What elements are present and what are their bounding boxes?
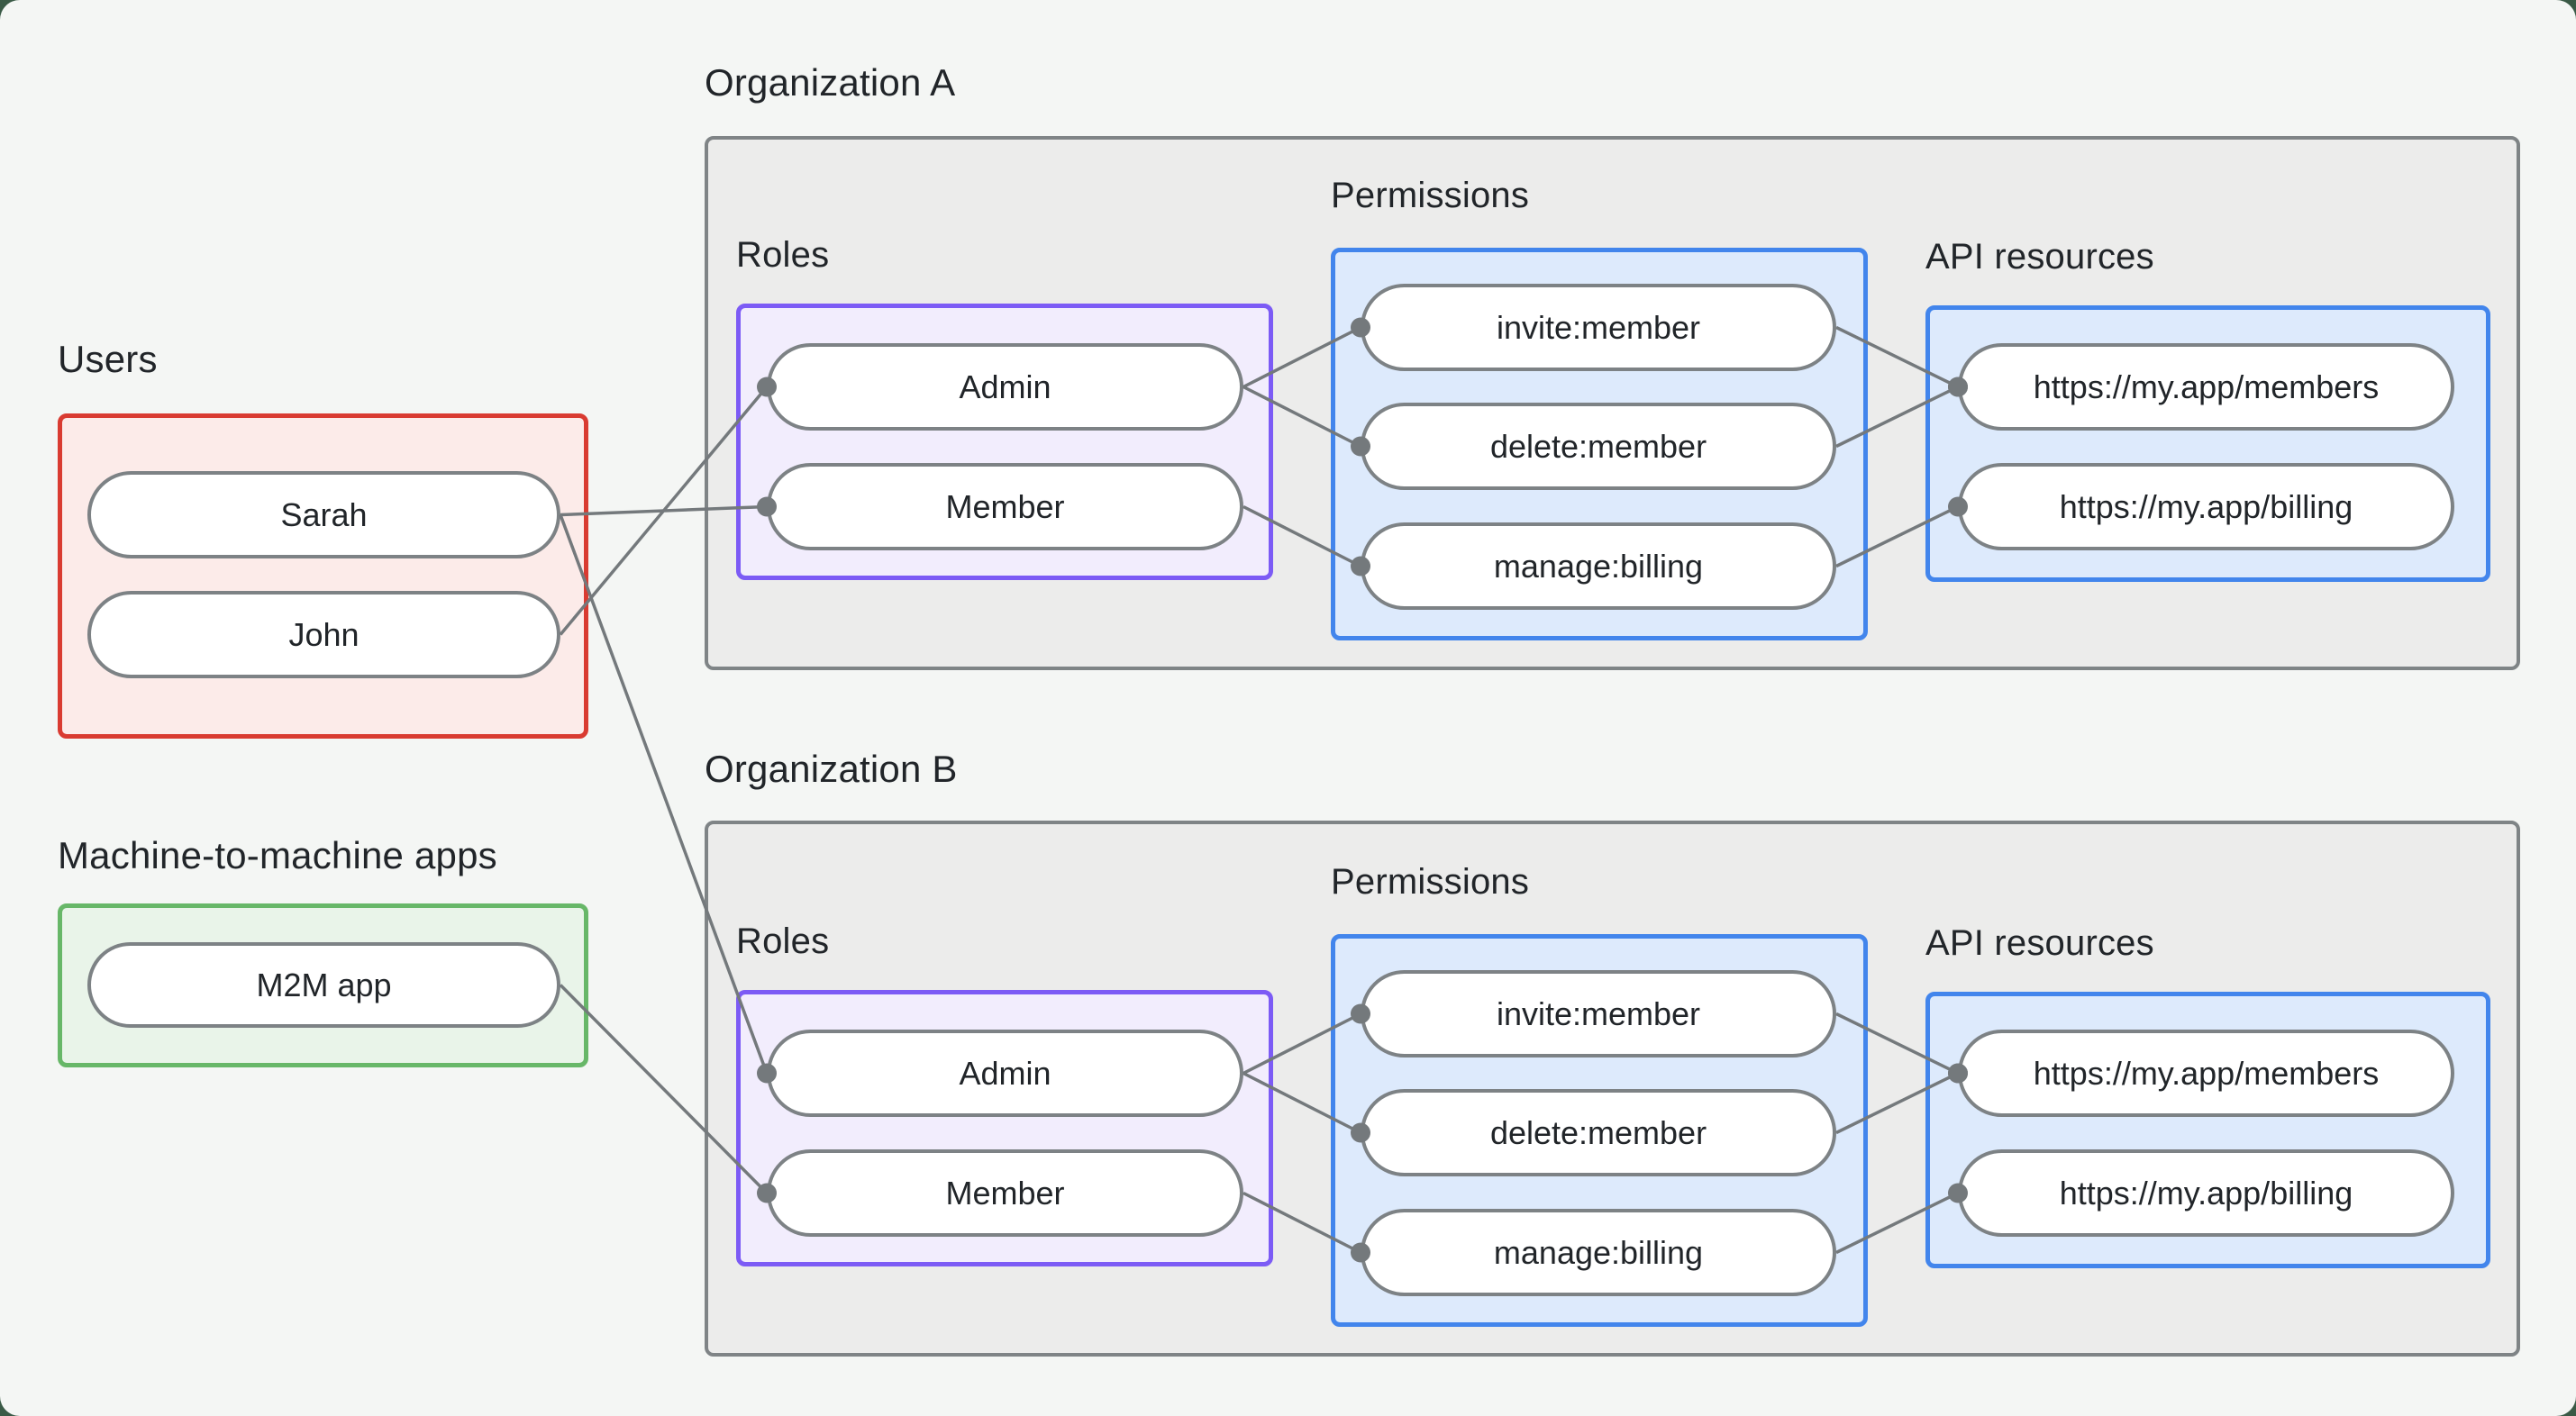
node-org-b-manage: manage:billing [1361,1209,1836,1296]
users-label: Users [58,338,158,380]
m2m-apps-label: Machine-to-machine apps [58,834,497,876]
node-org-a-admin: Admin [767,343,1243,431]
org-a-api-resources-label: API resources [1925,237,2154,277]
node-org-a-member: Member [767,463,1243,550]
node-org-a-members: https://my.app/members [1958,343,2454,431]
users-group-box [58,413,588,739]
node-org-b-member: Member [767,1149,1243,1237]
org-b-permissions-label: Permissions [1331,862,1530,902]
node-org-b-billing: https://my.app/billing [1958,1149,2454,1237]
node-org-b-admin: Admin [767,1030,1243,1117]
org-b-roles-label: Roles [736,921,830,961]
node-org-a-invite: invite:member [1361,284,1836,371]
node-org-b-delete: delete:member [1361,1089,1836,1176]
node-org-a-manage: manage:billing [1361,522,1836,610]
org-b-api-resources-label: API resources [1925,923,2154,963]
node-org-a-delete: delete:member [1361,403,1836,490]
org-a-permissions-label: Permissions [1331,176,1530,215]
organization-b-label: Organization B [705,748,958,790]
node-sarah: Sarah [87,471,560,558]
node-m2m-app: M2M app [87,942,560,1028]
node-org-a-billing: https://my.app/billing [1958,463,2454,550]
node-org-b-invite: invite:member [1361,970,1836,1057]
org-a-roles-label: Roles [736,235,830,275]
organization-a-label: Organization A [705,61,956,104]
node-john: John [87,591,560,678]
node-org-b-members: https://my.app/members [1958,1030,2454,1117]
